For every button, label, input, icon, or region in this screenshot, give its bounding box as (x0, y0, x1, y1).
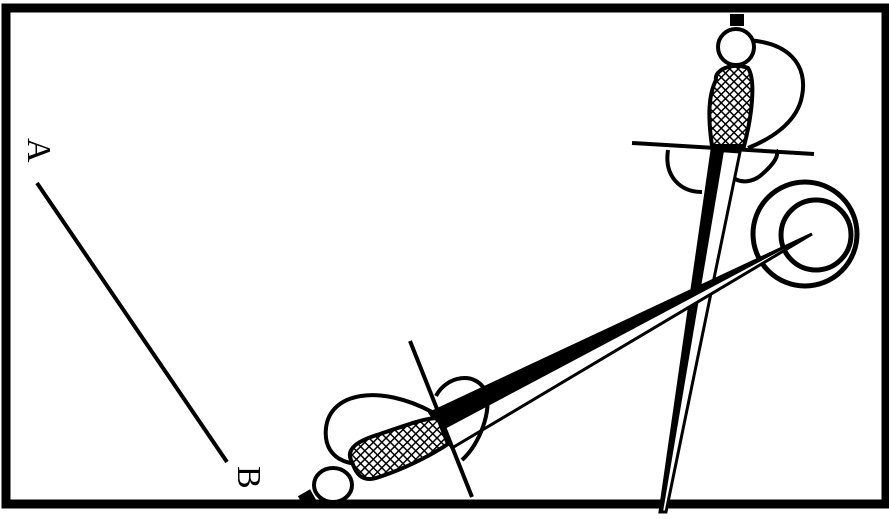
sword-upright (631, 14, 815, 514)
point-b-label: B (230, 466, 267, 489)
point-a-label: A (20, 138, 57, 163)
line-ab (35, 181, 229, 464)
sword-diagonal (297, 232, 813, 507)
target-ring (750, 179, 860, 289)
